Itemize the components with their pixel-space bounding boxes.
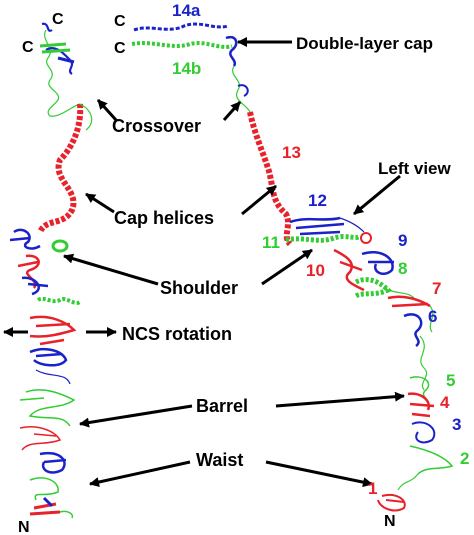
label-double-layer-cap: Double-layer cap	[296, 34, 433, 53]
terminus-c-cap-top: C	[114, 13, 126, 30]
left-top-loop	[44, 29, 81, 117]
arrow-waist-left	[89, 460, 191, 487]
left-shoulder-blue	[9, 228, 41, 250]
domain-2-green	[409, 445, 454, 475]
left-top-blue-sheet	[57, 56, 75, 64]
arrow-cap-helices-right	[241, 184, 277, 216]
domain-label-11: 11	[262, 233, 280, 252]
right-cap-helix-13	[247, 111, 293, 247]
left-shoulder-blue-2	[21, 276, 49, 296]
domain-6-green-loop	[419, 335, 428, 391]
right-chain	[247, 111, 454, 512]
domain-1-red	[377, 494, 406, 512]
arrow-shoulder-right	[261, 248, 313, 286]
cap-green-loop	[232, 65, 251, 113]
domain-8-loop	[387, 289, 415, 299]
arrow-shoulder-left	[63, 253, 159, 286]
domain-label-7: 7	[432, 279, 441, 298]
domain-6-blue	[403, 313, 423, 347]
label-shoulder: Shoulder	[160, 278, 238, 298]
arrow-crossover-left	[96, 98, 118, 122]
left-mid-blue-loop	[35, 369, 71, 385]
domain-label-14b: 14b	[172, 59, 201, 78]
left-top-green-sheet	[39, 42, 71, 54]
domain-label-8: 8	[398, 259, 407, 278]
domain-9-blue	[361, 251, 394, 275]
domain-3-blue	[411, 421, 436, 444]
domain-label-3: 3	[452, 415, 461, 434]
arrows	[3, 37, 405, 488]
domain-label-13: 13	[282, 143, 301, 162]
terminus-c-lower-left: C	[22, 39, 34, 56]
red-ring	[360, 232, 372, 244]
label-left-view: Left view	[378, 159, 452, 178]
left-crossover-loop	[79, 103, 93, 131]
arrow-cap-helices-left	[85, 192, 115, 214]
label-barrel: Barrel	[196, 396, 248, 416]
domain-4-red	[407, 392, 435, 418]
label-ncs-rotation: NCS rotation	[122, 324, 232, 344]
top-cap	[131, 22, 251, 113]
domain-label-10: 10	[306, 261, 325, 280]
terminus-c-upper-left: C	[52, 11, 64, 28]
left-green-helix-2	[36, 296, 82, 305]
left-bottom-blue	[42, 496, 54, 508]
domain-12-loop	[339, 217, 365, 233]
domain-7-loop	[429, 305, 434, 333]
labels: Double-layer cap Crossover Cap helices L…	[18, 1, 469, 535]
domain-label-4: 4	[440, 393, 450, 412]
domain-10-red	[333, 248, 365, 292]
label-waist: Waist	[196, 450, 243, 470]
domain-12-blue	[289, 216, 345, 236]
domain-label-1: 1	[368, 479, 377, 498]
terminus-n-right: N	[384, 513, 396, 530]
label-cap-helices: Cap helices	[114, 208, 214, 228]
domain-2-tail	[397, 473, 419, 491]
left-barrel-green	[19, 389, 76, 427]
left-bottom-green	[59, 510, 74, 519]
left-waist-blue	[39, 451, 67, 474]
left-waist-green	[29, 477, 59, 501]
terminus-c-cap-bottom: C	[114, 40, 126, 57]
left-chain	[9, 22, 93, 519]
domain-label-6: 6	[428, 307, 437, 326]
arrow-barrel-left	[79, 404, 193, 428]
arrow-left-view	[353, 174, 401, 216]
domain-label-14a: 14a	[172, 1, 201, 20]
cap-blue-knot	[225, 35, 238, 67]
domain-label-2: 2	[460, 449, 469, 468]
left-ncs-red	[29, 315, 77, 346]
arrow-barrel-right	[275, 391, 405, 408]
terminus-n-left: N	[18, 519, 30, 535]
arrow-crossover-right	[222, 101, 242, 121]
left-cap-helix	[37, 103, 84, 234]
cap-14b-green	[131, 41, 233, 49]
domain-label-12: 12	[308, 191, 327, 210]
left-shoulder-green-helix	[51, 239, 69, 253]
left-bottom-strands	[29, 502, 61, 516]
domain-label-9: 9	[398, 231, 407, 250]
arrow-waist-right	[265, 460, 373, 488]
cap-blue-small	[237, 84, 249, 97]
domain-7-red	[387, 295, 431, 308]
domain-11-green	[285, 233, 362, 243]
label-crossover: Crossover	[112, 116, 201, 136]
cap-14a-blue	[133, 22, 229, 32]
left-barrel-red	[19, 426, 62, 451]
left-mid-blue	[29, 348, 68, 367]
domain-label-5: 5	[446, 371, 455, 390]
